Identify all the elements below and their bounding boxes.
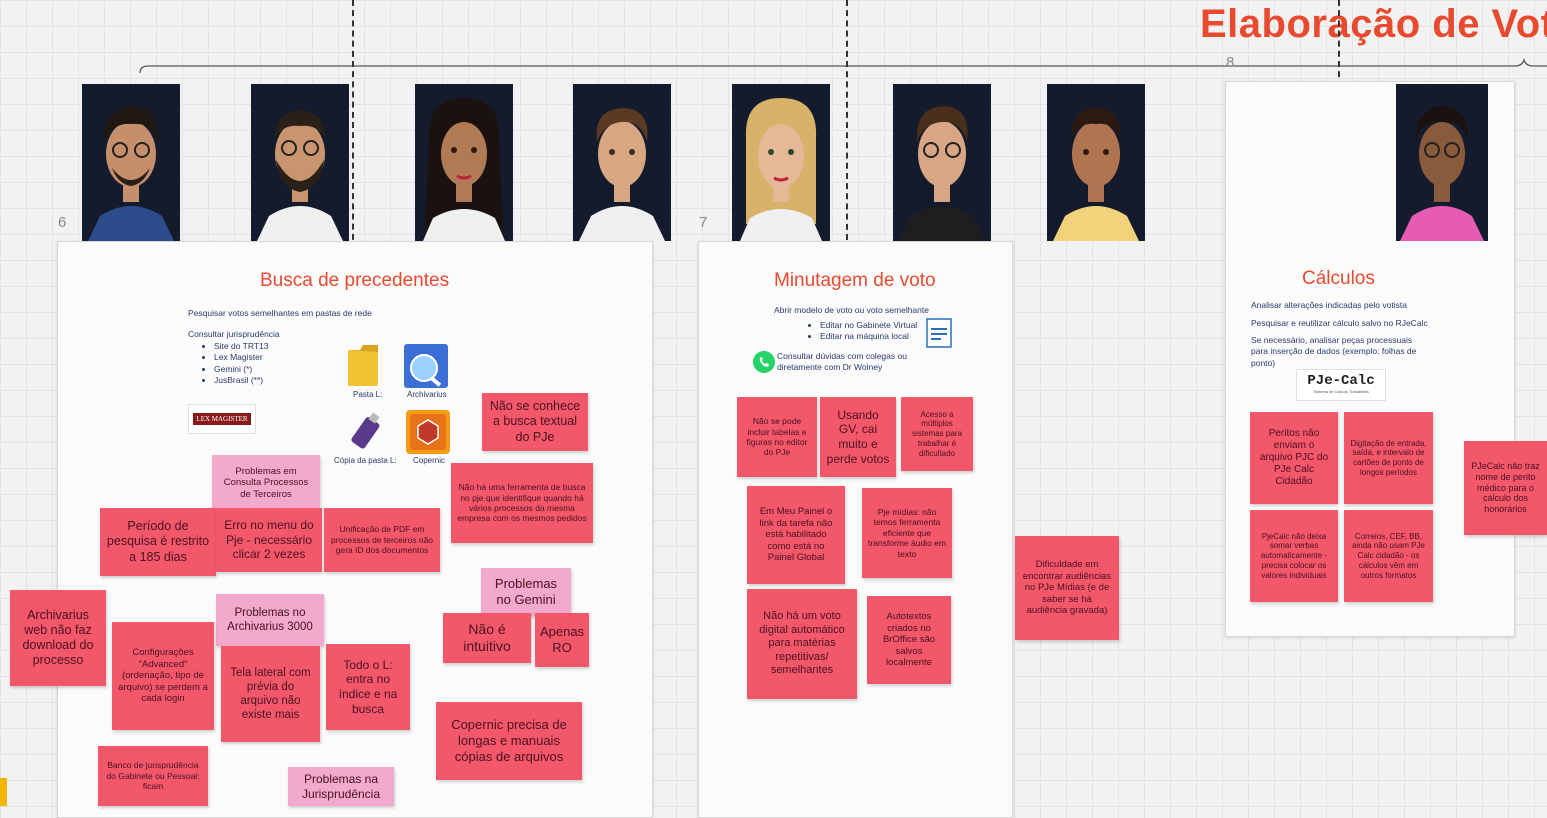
corner-marker [0,778,7,806]
whatsapp-icon[interactable] [752,350,776,379]
folder-icon[interactable] [346,342,380,393]
sticky-note[interactable]: PjeCalc não deixa somar verbas automatic… [1250,510,1338,602]
calculos-line2: Pesquisar e reutilizar cálculo salvo no … [1251,318,1428,328]
avatar[interactable] [732,84,830,241]
list-item: Lex Magister [214,352,269,363]
lex-magister-logo: LEX MAGISTER [188,404,256,434]
avatar[interactable] [573,84,671,241]
avatar[interactable] [893,84,991,241]
avatar-person-icon [740,98,822,241]
sticky-note[interactable]: Problemas em Consulta Processos de Terce… [212,455,320,511]
sticky-note[interactable]: Período de pesquisa é restrito a 185 dia… [100,508,216,576]
sticky-note[interactable]: Configurações "Advanced" (ordenação, tip… [112,622,214,730]
sticky-note[interactable]: Não há uma ferramenta de busca no pje qu… [451,463,593,543]
frame-number: 7 [699,214,708,231]
sticky-note[interactable]: Não há um voto digital automático para m… [747,589,857,699]
list-item: JusBrasil (**) [214,375,269,386]
avatar-person-icon [1400,106,1484,241]
sticky-note[interactable]: Problemas no Gemini [481,568,571,616]
sticky-note[interactable]: Dificuldade em encontrar audiências no P… [1015,536,1119,640]
icon-label: Cópia da pasta L: [334,456,397,465]
sticky-note[interactable]: Correios, CEF, BB, ainda não usam PJe Ca… [1344,510,1433,602]
avatar[interactable] [1047,84,1145,241]
board-title: Elaboração de Voto [1200,2,1547,46]
minutagem-items-list: Editar no Gabinete Virtual Editar na máq… [806,320,917,343]
minutagem-abrir-text: Abrir modelo de voto ou voto semelhante [774,305,929,315]
icon-label: Archivarius [407,390,447,399]
avatar-person-icon [1053,108,1139,241]
sticky-note[interactable]: Erro no menu do Pje - necessário clicar … [216,508,322,572]
sticky-note[interactable]: Archivarius web não faz download do proc… [10,590,106,686]
busca-sources-list: Site do TRT13 Lex Magister Gemini (*) Ju… [200,341,269,387]
busca-consultar-text: Consultar jurisprudência [188,329,280,339]
avatar-person-icon [88,106,174,241]
busca-pesquisar-text: Pesquisar votos semelhantes em pastas de… [188,308,372,318]
sticky-note[interactable]: Não se pode incluir tabelas e figuras no… [737,397,817,477]
archivarius-icon[interactable] [404,344,448,393]
separator-dashed [846,0,848,240]
frame-title-calculos: Cálculos [1302,268,1375,289]
list-item: Editar na máquina local [820,331,917,342]
avatar[interactable] [251,84,349,241]
frame-number: 6 [58,214,67,231]
list-item: Gemini (*) [214,364,269,375]
usb-drive-icon[interactable] [350,412,386,455]
icon-label: Pasta L: [353,390,383,399]
sticky-note[interactable]: Usando GV, cai muito e perde votos [820,397,896,477]
sticky-note[interactable]: Não é intuitivo [443,613,531,663]
avatar[interactable] [415,84,513,241]
avatar-person-icon [579,108,665,241]
writer-document-icon[interactable] [926,318,952,353]
logo-text: LEX MAGISTER [193,413,251,425]
sticky-note[interactable]: Problemas na Jurisprudência [288,767,394,806]
sticky-note[interactable]: Apenas RO [535,613,589,667]
pje-calc-logo: PJe-Calc Sistema de Cálculo Trabalhista [1296,369,1386,401]
copernic-icon[interactable] [406,410,450,459]
logo-subtext: Sistema de Cálculo Trabalhista [1313,389,1369,394]
avatar[interactable] [82,84,180,241]
sticky-note[interactable]: Pje mídias: não temos ferramenta eficien… [862,488,952,578]
sticky-note[interactable]: Digitação de entrada, saída, e intervalo… [1344,412,1433,504]
frame-number: 8 [1226,54,1235,71]
sticky-note[interactable]: Banco de jurisprudência do Gabinete ou P… [98,746,208,806]
avatar-person-icon [899,106,985,241]
list-item: Site do TRT13 [214,341,269,352]
sticky-note[interactable]: Autotextos criados no BrOffice são salvo… [867,596,951,684]
sticky-note[interactable]: Em Meu Painel o link da tarefa não está … [747,486,845,584]
sticky-note[interactable]: Todo o L: entra no índice e na busca [326,644,410,730]
sticky-note[interactable]: Unificação de PDF em processos de tercei… [324,508,440,572]
sticky-note[interactable]: Não se conhece a busca textual do PJe [482,393,588,451]
frame-title-minutagem: Minutagem de voto [774,270,936,291]
avatar[interactable] [1396,84,1488,241]
sticky-note[interactable]: Problemas no Archivarius 3000 [216,594,324,646]
separator-dashed [352,0,354,250]
icon-label: Copernic [413,456,446,465]
list-item: Editar no Gabinete Virtual [820,320,917,331]
logo-text: PJe-Calc [1307,373,1375,389]
frame-title-busca: Busca de precedentes [260,270,450,291]
sticky-note[interactable]: Copernic precisa de longas e manuais cóp… [436,702,582,780]
sticky-note[interactable]: Tela lateral com prévia do arquivo não e… [221,646,320,742]
calculos-line3: Se necessário, analisar peças processuai… [1251,335,1417,368]
avatar-person-icon [423,98,505,241]
calculos-line1: Analisar alterações indicadas pelo votis… [1251,300,1407,310]
sticky-note[interactable]: Acesso a múltiplos sistemas para trabalh… [901,397,973,471]
minutagem-consultar-text: Consultar dúvidas com colegas ou diretam… [777,351,907,373]
avatar-person-icon [257,110,343,241]
sticky-note[interactable]: Peritos não enviam o arquivo PJC do PJe … [1250,412,1338,504]
sticky-note[interactable]: PJeCalc não traz nome de perito médico p… [1464,441,1547,535]
